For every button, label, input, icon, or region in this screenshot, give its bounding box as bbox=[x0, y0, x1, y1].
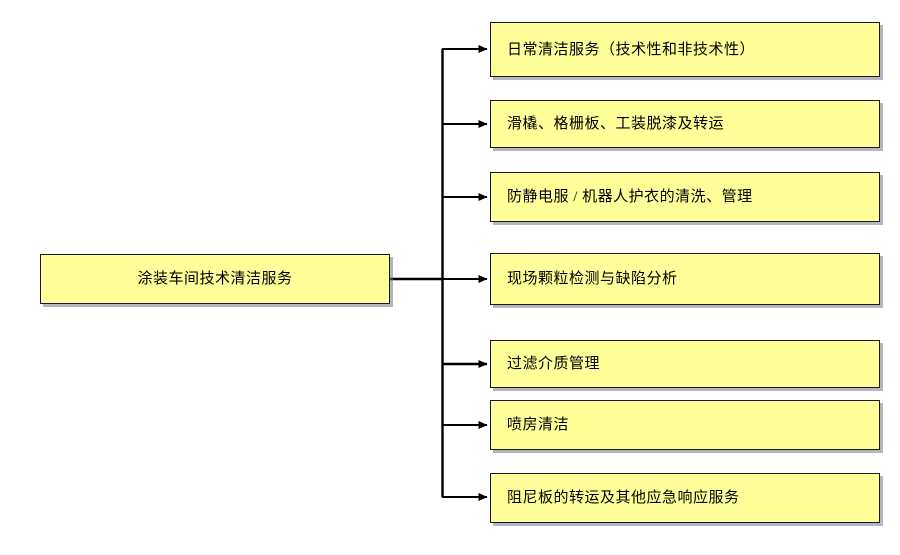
node-child-4-label: 现场颗粒检测与缺陷分析 bbox=[507, 271, 678, 287]
node-child-5[interactable]: 过滤介质管理 bbox=[490, 340, 880, 388]
node-child-3[interactable]: 防静电服 / 机器人护衣的清洗、管理 bbox=[490, 172, 880, 222]
node-child-6-label: 喷房清洁 bbox=[507, 417, 570, 433]
node-child-2[interactable]: 滑橇、格栅板、工装脱漆及转运 bbox=[490, 100, 880, 148]
node-child-4[interactable]: 现场颗粒检测与缺陷分析 bbox=[490, 253, 880, 305]
node-child-1-label: 日常清洁服务（技术性和非技术性） bbox=[507, 41, 756, 58]
node-root[interactable]: 涂装车间技术清洁服务 bbox=[40, 254, 390, 304]
node-child-7-label: 阻尼板的转运及其他应急响应服务 bbox=[507, 490, 740, 506]
node-child-7[interactable]: 阻尼板的转运及其他应急响应服务 bbox=[490, 473, 880, 523]
node-child-5-label: 过滤介质管理 bbox=[507, 356, 601, 372]
node-child-1[interactable]: 日常清洁服务（技术性和非技术性） bbox=[490, 22, 880, 77]
node-root-label: 涂装车间技术清洁服务 bbox=[137, 271, 293, 287]
node-child-3-label: 防静电服 / 机器人护衣的清洗、管理 bbox=[507, 189, 753, 205]
node-child-6[interactable]: 喷房清洁 bbox=[490, 400, 880, 450]
node-child-2-label: 滑橇、格栅板、工装脱漆及转运 bbox=[507, 116, 725, 132]
